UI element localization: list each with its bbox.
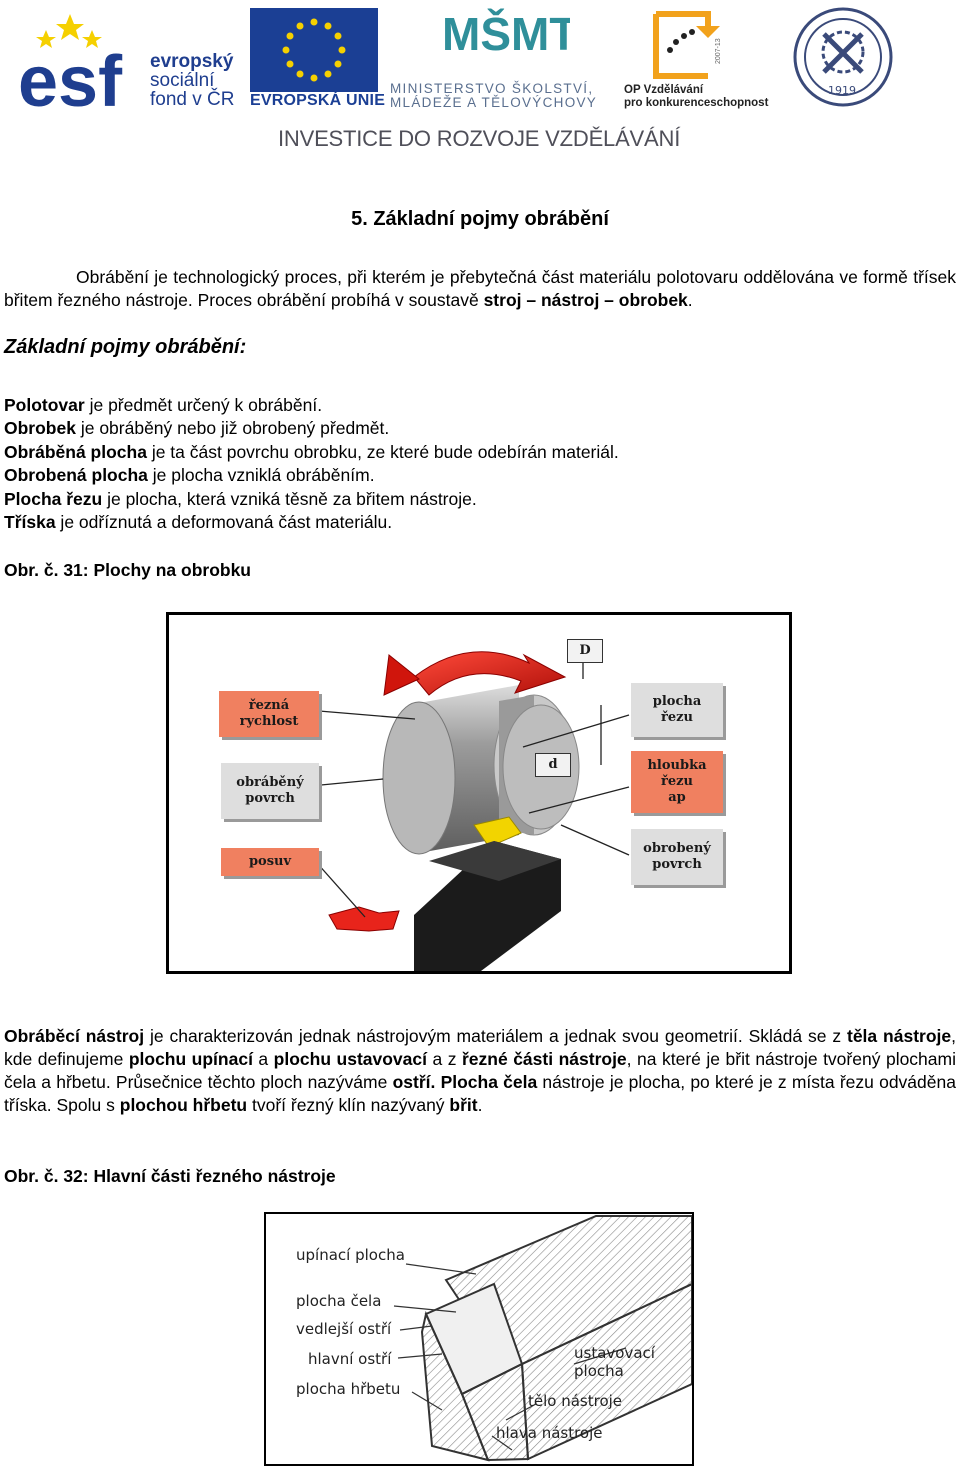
label-tool-head: hlava nástroje xyxy=(496,1424,603,1442)
school-seal-icon: 1919 xyxy=(792,6,894,113)
op-text: OP Vzdělávání pro konkurenceschopnost xyxy=(624,84,769,109)
figure2-caption: Obr. č. 32: Hlavní části řezného nástroj… xyxy=(4,1166,336,1186)
op-logo: 2007-13 xyxy=(648,6,738,89)
label-main-edge: hlavní ostří xyxy=(308,1350,392,1368)
definition-item: Obrobená plocha je plocha vzniklá obrábě… xyxy=(4,465,375,486)
label-minor-edge: vedlejší ostří xyxy=(296,1320,392,1338)
eu-text: EVROPSKÁ UNIE xyxy=(250,92,386,109)
definitions-list: Polotovar je předmět určený k obrábění. … xyxy=(4,394,619,534)
chapter-title: 5. Základní pojmy obrábění xyxy=(351,208,609,230)
definition-item: Polotovar je předmět určený k obrábění. xyxy=(4,395,323,415)
definition-item: Tříska je odříznutá a deformovaná část m… xyxy=(4,512,393,533)
figure-cutting-tool-parts: upínací plocha plocha čela vedlejší ostř… xyxy=(264,1212,694,1466)
project-tagline: INVESTICE DO ROZVOJE VZDĚLÁVÁNÍ xyxy=(278,126,681,151)
svg-text:1919: 1919 xyxy=(828,84,856,97)
tool-paragraph: Obráběcí nástroj je charakterizován jedn… xyxy=(4,1026,956,1115)
esf-text: evropský sociální fond v ČR xyxy=(150,51,235,110)
svg-text:2007-13: 2007-13 xyxy=(715,38,722,64)
label-diameter-D: D xyxy=(567,639,603,663)
section-subheading: Základní pojmy obrábění: xyxy=(4,336,247,358)
label-rake-face: plocha čela xyxy=(296,1292,382,1310)
label-tool-body: tělo nástroje xyxy=(528,1392,623,1410)
label-locating-surface: ustavovací plocha xyxy=(574,1344,655,1380)
msmt-text: MINISTERSTVO ŠKOLSTVÍ, MLÁDEŽE A TĚLOVÝC… xyxy=(390,81,598,110)
esf-logo-text: esf xyxy=(18,42,123,110)
esf-logo: esf xyxy=(18,6,148,122)
eu-flag-icon xyxy=(250,8,378,92)
label-clamping-surface: upínací plocha xyxy=(296,1246,405,1264)
intro-paragraph: Obrábění je technologický proces, při kt… xyxy=(4,267,956,310)
label-feed: posuv xyxy=(221,848,319,876)
figure1-caption: Obr. č. 31: Plochy na obrobku xyxy=(4,560,251,580)
svg-text:MŠMT: MŠMT xyxy=(442,8,570,60)
msmt-logo: MŠMT xyxy=(440,4,577,87)
definition-item: Plocha řezu je plocha, která vzniká těsn… xyxy=(4,488,477,509)
definition-item: Obrobek je obráběný nebo již obrobený př… xyxy=(4,418,390,439)
label-flank-face: plocha hřbetu xyxy=(296,1380,401,1398)
label-diameter-d: d xyxy=(535,753,571,777)
definition-item: Obráběná plocha je ta část povrchu obrob… xyxy=(4,441,619,462)
